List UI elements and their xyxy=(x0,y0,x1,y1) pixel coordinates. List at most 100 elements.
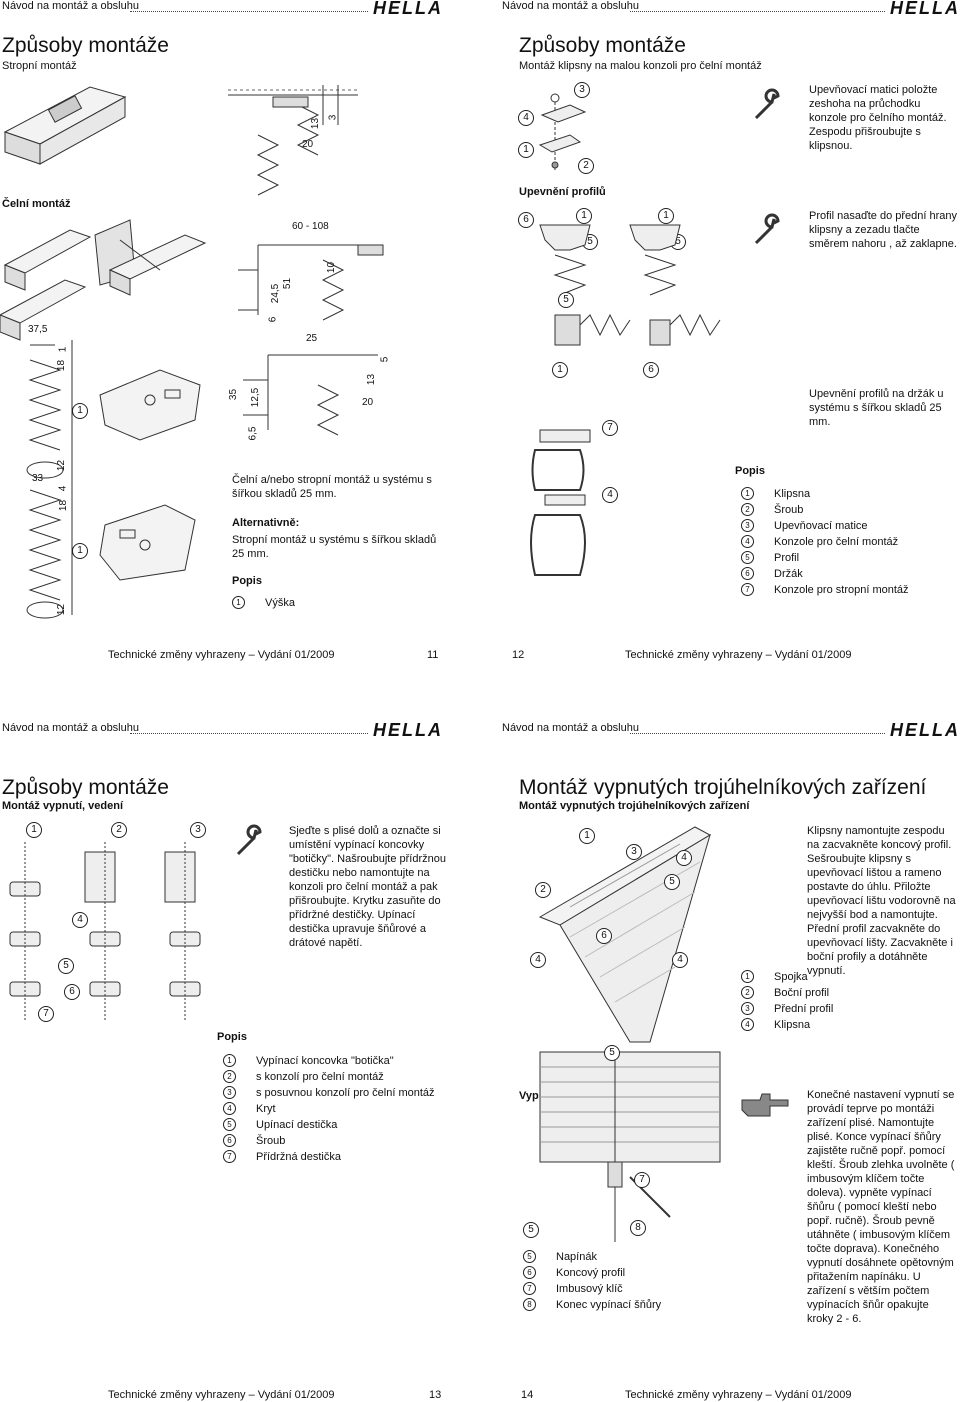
dim-label: 20 xyxy=(362,397,374,408)
dim-label: 12 xyxy=(56,459,68,472)
legend-label: Imbusový klíč xyxy=(556,1282,623,1295)
illustration-profile-clip xyxy=(539,224,681,296)
text-trojuhelnik: Klipsny namontujte zespodu na zacvakněte… xyxy=(807,825,956,977)
legend-item: 2 Šroub xyxy=(741,503,803,516)
text-vypnuti-nastaveni: Konečné nastavení vypnutí se provádí tep… xyxy=(807,1089,955,1325)
illustration-clip-assembly xyxy=(538,93,587,170)
alt-text: Stropní montáž u systému s šířkou skladů… xyxy=(232,534,437,560)
dim-label: 3 xyxy=(327,114,339,121)
callout-2: 2 xyxy=(111,822,127,838)
section-upevneni: Upevnění profilů xyxy=(519,186,606,198)
alt-heading: Alternativně: xyxy=(232,517,300,529)
illustration-side-section xyxy=(26,340,73,619)
legend-item: 1 Spojka xyxy=(741,970,808,983)
callout-3: 3 xyxy=(574,82,590,98)
legend-item: 1 Vypínací koncovka "botička" xyxy=(223,1054,394,1067)
doc-title: Návod na montáž a obsluhu xyxy=(502,0,639,12)
legend-label: Klipsna xyxy=(774,1018,811,1031)
callout-4: 4 xyxy=(518,110,534,126)
page-number: 13 xyxy=(429,1389,442,1401)
legend-number: 6 xyxy=(741,567,754,580)
legend-number: 7 xyxy=(223,1150,236,1163)
hella-logo: HELLA xyxy=(890,0,960,18)
callout-7: 7 xyxy=(38,1006,54,1022)
dim-label: 1 xyxy=(57,346,69,353)
legend-number: 4 xyxy=(741,535,754,548)
callout-3: 3 xyxy=(190,822,206,838)
legend-number: 8 xyxy=(523,1298,536,1311)
dim-label: 25 xyxy=(306,333,318,344)
page-number: 14 xyxy=(521,1389,534,1401)
dim-label: 18 xyxy=(58,499,70,512)
legend-label: Šroub xyxy=(256,1134,286,1147)
legend-label: Vypínací koncovka "botička" xyxy=(256,1054,394,1067)
doc-title: Návod na montáž a obsluhu xyxy=(2,722,139,734)
page-title: Montáž vypnutých trojúhelníkových zaříze… xyxy=(519,776,927,799)
legend-number: 1 xyxy=(223,1054,236,1067)
callout-1: 1 xyxy=(26,822,42,838)
dim-label: 12 xyxy=(56,603,68,616)
callout-6: 6 xyxy=(643,362,659,378)
callout-1: 1 xyxy=(658,208,674,224)
legend-number: 5 xyxy=(523,1250,536,1263)
page-12: Návod na montáž a obsluhu HELLA Způsoby … xyxy=(500,0,960,680)
legend-number: 3 xyxy=(741,1002,754,1015)
legend-number: 1 xyxy=(232,596,245,609)
legend-number: 4 xyxy=(741,1018,754,1031)
footer-text: Technické změny vyhrazeny – Vydání 01/20… xyxy=(625,1389,852,1401)
legend-label: Napínák xyxy=(556,1250,597,1263)
legend-label: Konzole pro stropní montáž xyxy=(774,583,909,596)
callout-4: 4 xyxy=(72,912,88,928)
page-number: 11 xyxy=(427,649,439,661)
dim-label: 6 xyxy=(267,316,279,323)
dim-label: 18 xyxy=(56,359,68,372)
legend-label: s konzolí pro čelní montáž xyxy=(256,1070,384,1083)
callout-5: 5 xyxy=(558,292,574,308)
wrench-icon xyxy=(236,824,262,856)
page-title: Způsoby montáže xyxy=(2,34,169,57)
legend-label: Kryt xyxy=(256,1102,276,1115)
legend-number: 5 xyxy=(741,551,754,564)
legend-number: 2 xyxy=(741,503,754,516)
callout-1: 1 xyxy=(576,208,592,224)
callout-5: 5 xyxy=(58,958,74,974)
legend-label: Spojka xyxy=(774,970,808,983)
text-profil: Profil nasaďte do přední hrany klipsny a… xyxy=(809,210,958,250)
footer-text: Technické změny vyhrazeny – Vydání 01/20… xyxy=(625,649,852,661)
dim-label: 37,5 xyxy=(28,324,48,335)
callout-6: 6 xyxy=(64,984,80,1000)
dim-label: 35 xyxy=(228,388,240,401)
legend-number: 2 xyxy=(223,1070,236,1083)
callout-5: 5 xyxy=(604,1045,620,1061)
legend-label: Upínací destička xyxy=(256,1118,338,1131)
illustration-front-section xyxy=(238,244,384,436)
dim-label: 24,5 xyxy=(270,283,282,304)
hella-logo: HELLA xyxy=(373,0,443,18)
doc-title: Návod na montáž a obsluhu xyxy=(2,0,139,12)
page-number: 12 xyxy=(512,649,525,661)
callout-1: 1 xyxy=(552,362,568,378)
legend-number: 1 xyxy=(741,970,754,983)
doc-title: Návod na montáž a obsluhu xyxy=(502,722,639,734)
popis-heading: Popis xyxy=(217,1031,247,1043)
legend-item: 5 Napínák xyxy=(523,1250,597,1263)
legend-number: 2 xyxy=(741,986,754,999)
legend-number: 7 xyxy=(741,583,754,596)
callout-3: 3 xyxy=(626,844,642,860)
callout-5: 5 xyxy=(664,874,680,890)
legend-label: Šroub xyxy=(774,503,804,516)
legend-label: Výška xyxy=(265,596,295,609)
legend-number: 4 xyxy=(223,1102,236,1115)
dim-label: 5 xyxy=(379,356,391,363)
legend-item: 7 Konzole pro stropní montáž xyxy=(741,583,909,596)
callout-4: 4 xyxy=(676,850,692,866)
text-klipsna: Upevňovací matici položte zeshoha na prů… xyxy=(809,84,947,152)
legend-item: 1 Výška xyxy=(232,596,295,609)
